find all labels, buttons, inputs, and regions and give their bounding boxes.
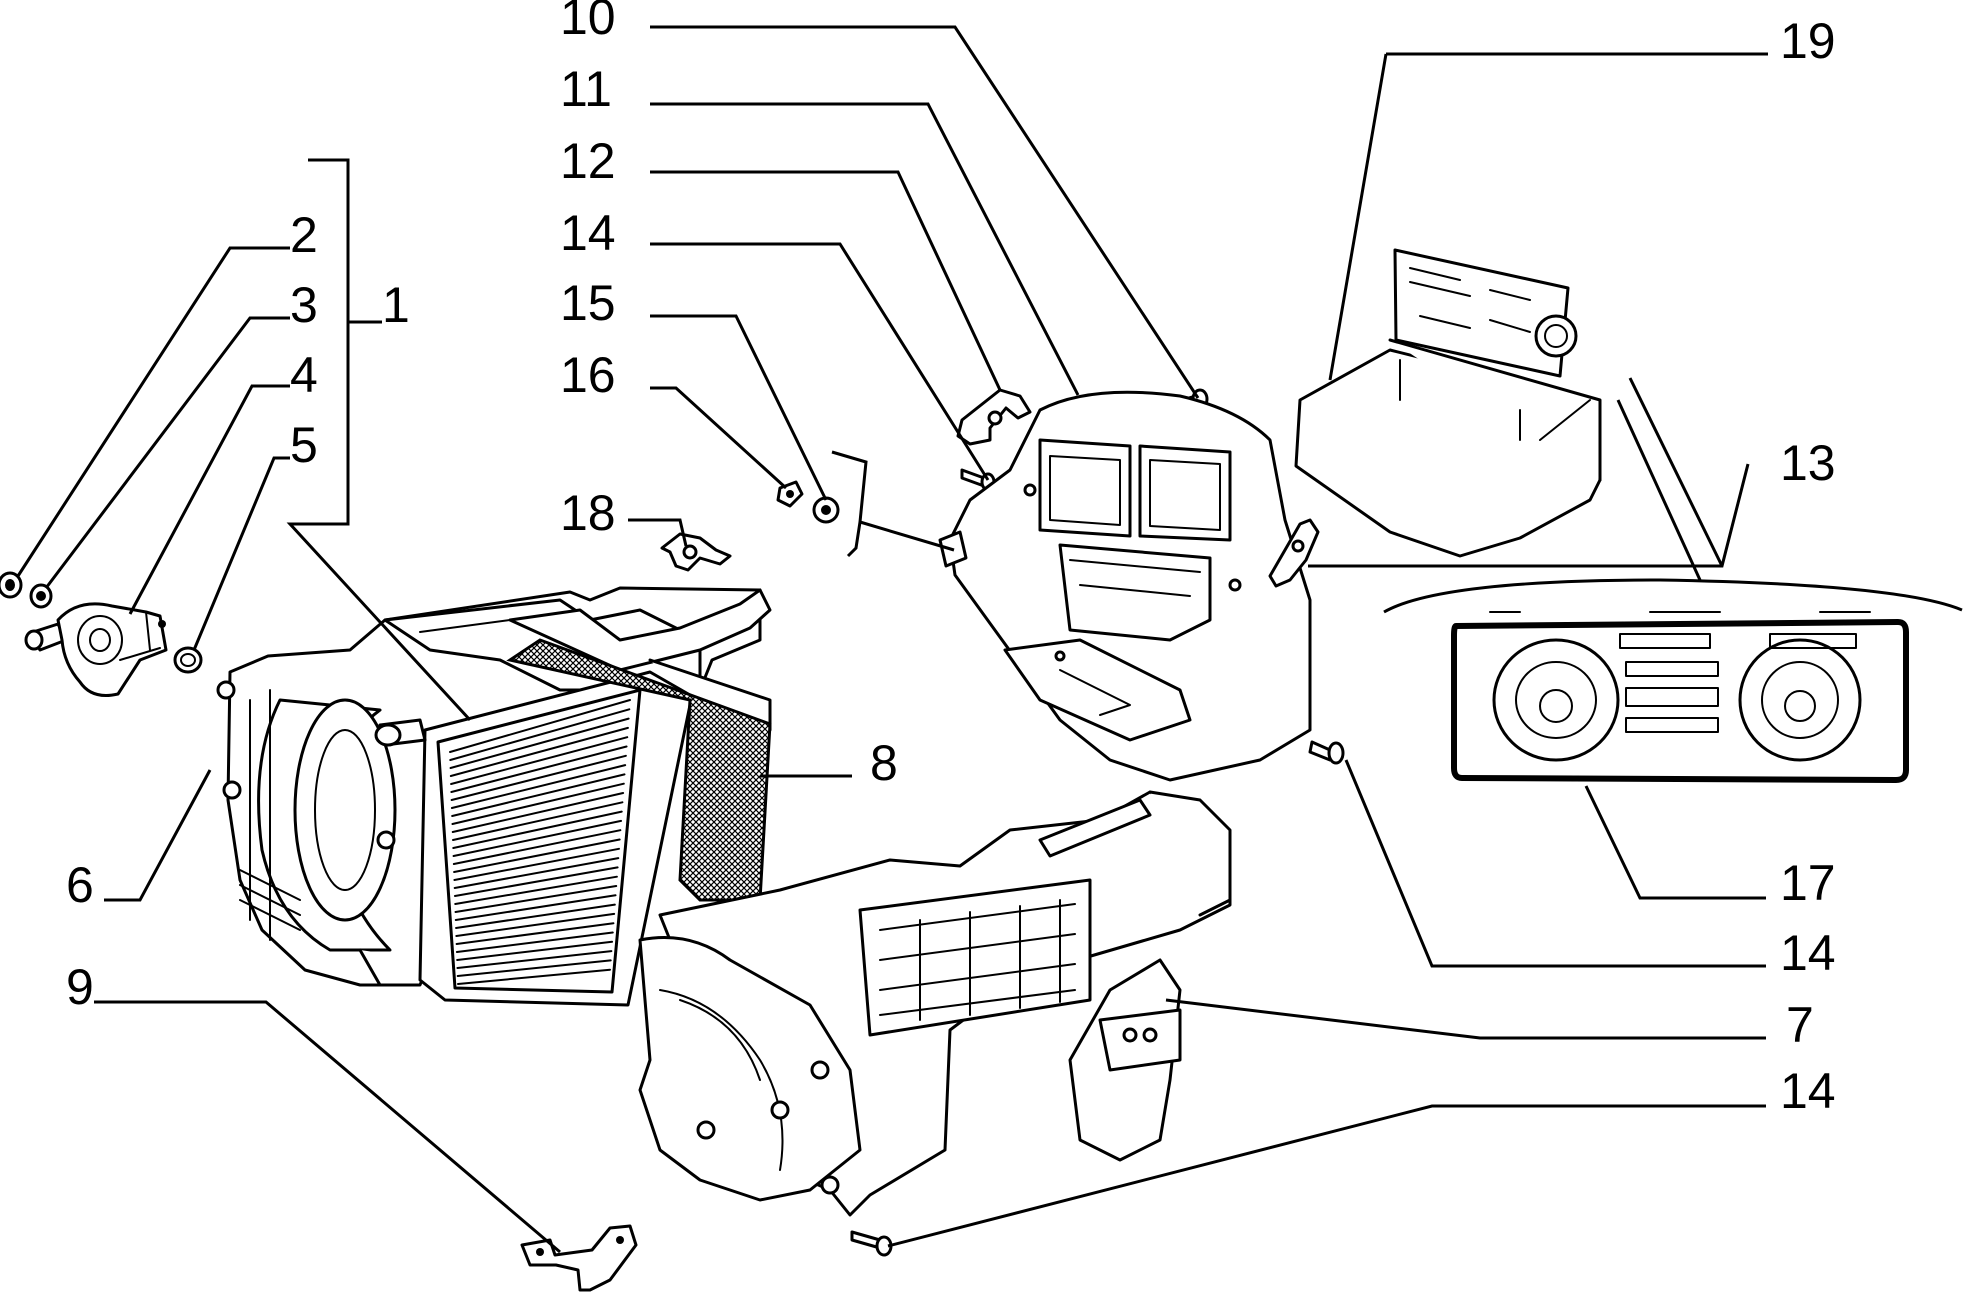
callout-17: 17 bbox=[1780, 855, 1836, 911]
washer-part-15 bbox=[812, 496, 840, 524]
radiator-fin bbox=[450, 745, 628, 793]
radiator-fin bbox=[456, 959, 612, 977]
radiator-fin bbox=[453, 847, 620, 881]
callout-13: 13 bbox=[1780, 435, 1836, 491]
screw-part-14-bottom bbox=[850, 1230, 893, 1257]
radiator-fin bbox=[451, 782, 625, 825]
callout-14-top: 14 bbox=[560, 205, 616, 261]
radiator-fin bbox=[452, 801, 624, 841]
radiator-fin bbox=[454, 875, 618, 905]
nut-part-2 bbox=[0, 571, 23, 599]
radiator-fin bbox=[449, 717, 630, 769]
radiator-fin bbox=[452, 819, 623, 857]
heater-core-part-1 bbox=[374, 670, 692, 1007]
radiator-fin bbox=[449, 726, 629, 777]
radiator-fin bbox=[452, 810, 623, 849]
callout-1: 1 bbox=[382, 277, 410, 333]
heater-core-fins bbox=[449, 699, 631, 985]
callout-14-right: 14 bbox=[1780, 925, 1836, 981]
radiator-fin bbox=[449, 708, 631, 761]
radiator-fin bbox=[452, 829, 622, 865]
radiator-fin bbox=[453, 866, 619, 897]
callout-11: 11 bbox=[560, 61, 612, 117]
callout-19: 19 bbox=[1780, 13, 1836, 69]
clip-part-18 bbox=[660, 532, 732, 572]
callout-3: 3 bbox=[290, 277, 318, 333]
radiator-fin bbox=[455, 922, 615, 945]
center-vent-housing-part-11 bbox=[938, 390, 1312, 782]
callout-6: 6 bbox=[66, 857, 94, 913]
radiator-fin bbox=[456, 950, 613, 969]
radiator-fin bbox=[455, 903, 616, 929]
callout-16: 16 bbox=[560, 347, 616, 403]
callout-10: 10 bbox=[560, 0, 616, 45]
radiator-fin bbox=[455, 931, 614, 953]
callout-14-bottom: 14 bbox=[1780, 1063, 1836, 1119]
clip-part-12 bbox=[956, 388, 1032, 446]
callout-5: 5 bbox=[290, 417, 318, 473]
callout-9: 9 bbox=[66, 959, 94, 1015]
callout-15: 15 bbox=[560, 275, 616, 331]
console-panel-part-19 bbox=[1294, 248, 1602, 558]
distribution-box-part-7 bbox=[638, 790, 1232, 1217]
water-valve-part-4 bbox=[24, 602, 168, 697]
washer-part-5 bbox=[173, 646, 203, 674]
screw-part-14-right bbox=[1308, 740, 1345, 765]
callout-8: 8 bbox=[870, 735, 898, 791]
callout-2: 2 bbox=[290, 207, 318, 263]
radiator-fin bbox=[449, 699, 631, 753]
radiator-fin bbox=[451, 773, 626, 817]
nut-part-3 bbox=[29, 583, 53, 609]
radiator-fin bbox=[453, 838, 621, 873]
radiator-fin bbox=[450, 754, 627, 801]
callout-labels: 1 2 3 4 5 6 7 8 9 10 11 12 13 14 15 16 1… bbox=[66, 0, 1836, 1119]
radiator-fin bbox=[450, 764, 627, 809]
bracket-part-13 bbox=[1268, 518, 1320, 588]
callout-12: 12 bbox=[560, 133, 616, 189]
radiator-fin bbox=[450, 736, 629, 785]
control-panel-part-17 bbox=[1451, 611, 1909, 783]
radiator-fin bbox=[453, 857, 620, 889]
callout-7: 7 bbox=[1786, 997, 1814, 1053]
callout-18: 18 bbox=[560, 485, 616, 541]
radiator-fin bbox=[457, 968, 611, 985]
radiator-fin bbox=[451, 792, 625, 833]
leader-lines bbox=[16, 25, 1963, 1254]
radiator-fin bbox=[454, 894, 617, 921]
callout-4: 4 bbox=[290, 347, 318, 403]
radiator-fin bbox=[456, 940, 614, 961]
radiator-fin bbox=[454, 885, 618, 913]
radiator-fin bbox=[455, 912, 616, 937]
